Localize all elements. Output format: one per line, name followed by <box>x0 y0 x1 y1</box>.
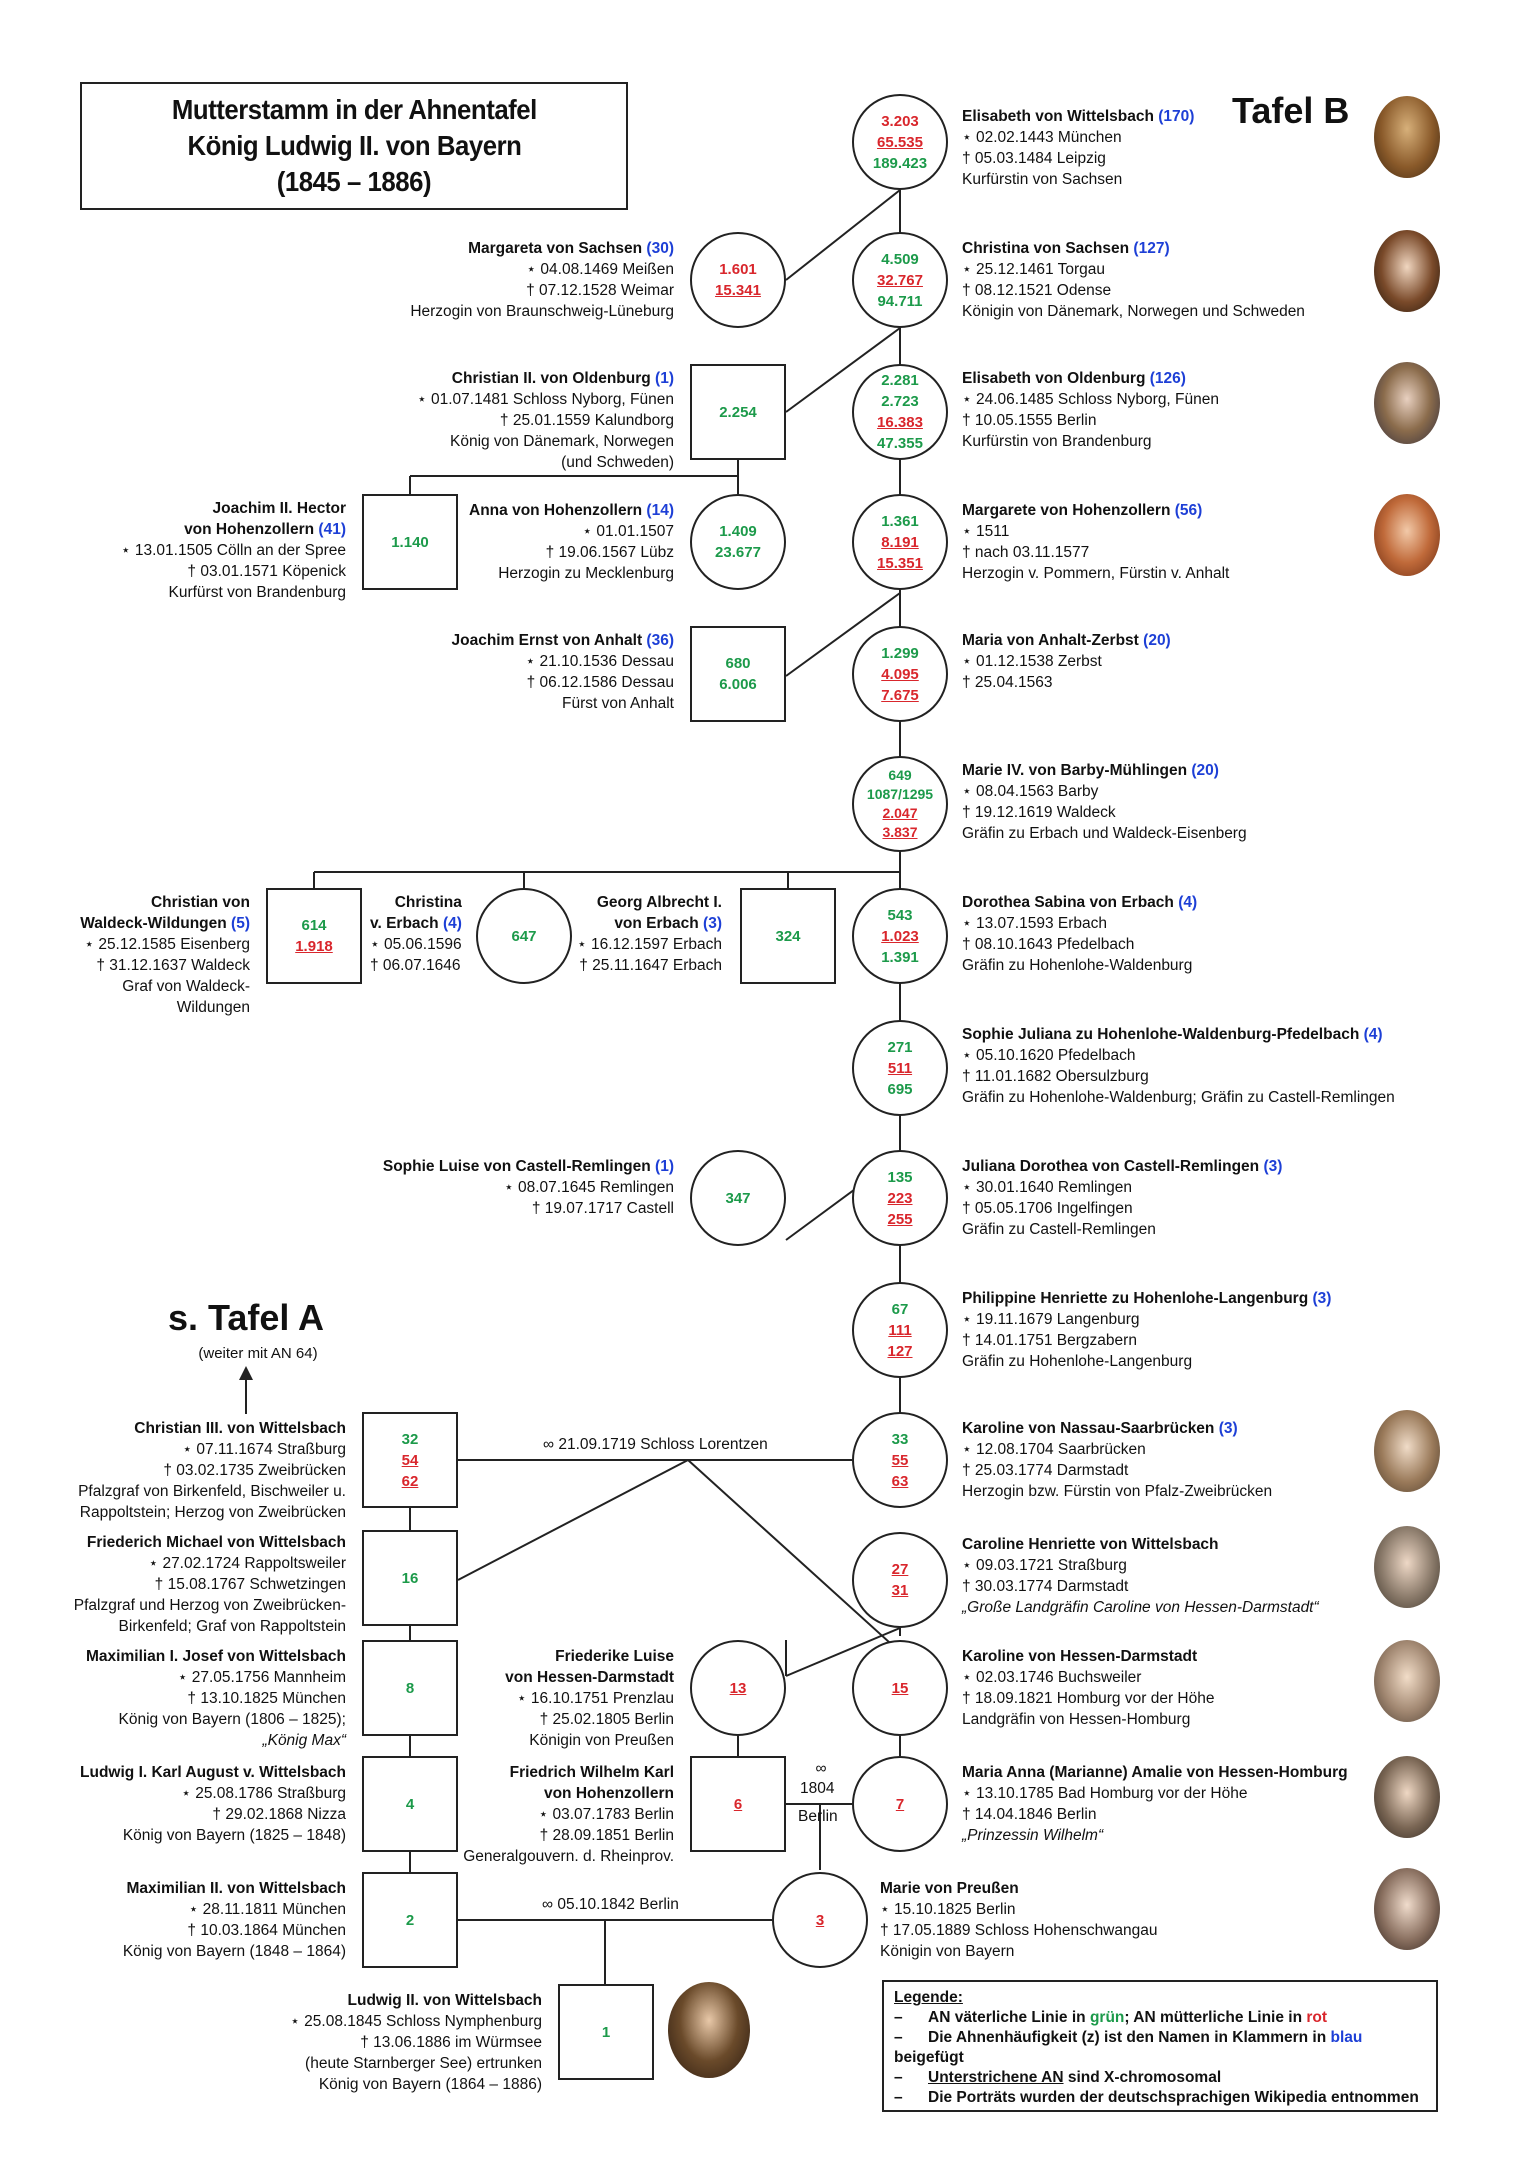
person-joachim-ernst-anhalt: Joachim Ernst von Anhalt (36) ⋆ 21.10.15… <box>451 632 674 712</box>
person-philippine-henriette: Philippine Henriette zu Hohenlohe-Langen… <box>962 1290 1332 1370</box>
person-caroline-henriette: Caroline Henriette von Wittelsbach ⋆ 09.… <box>962 1536 1319 1616</box>
node-an-1140: 1.140 <box>362 494 458 590</box>
person-sophie-juliana-hohenlohe: Sophie Juliana zu Hohenlohe-Waldenburg-P… <box>962 1026 1395 1106</box>
node-an-543: 543 1.023 1.391 <box>852 888 948 984</box>
person-christina-sachsen: Christina von Sachsen (127) ⋆ 25.12.1461… <box>962 240 1305 320</box>
node-an-324: 324 <box>740 888 836 984</box>
node-an-649: 649 1087/1295 2.047 3.837 <box>852 756 948 852</box>
node-an-33: 33 55 63 <box>852 1412 948 1508</box>
node-an-6: 6 <box>690 1756 786 1852</box>
person-ludwig-ii: Ludwig II. von Wittelsbach ⋆ 25.08.1845 … <box>290 1992 542 2093</box>
title-box: Mutterstamm in der Ahnentafel König Ludw… <box>80 82 628 210</box>
node-an-347: 347 <box>690 1150 786 1246</box>
node-an-2254: 2.254 <box>690 364 786 460</box>
person-christian-ii-oldenburg: Christian II. von Oldenburg (1) ⋆ 01.07.… <box>417 370 674 471</box>
title-line-3: (1845 – 1886) <box>276 166 432 197</box>
portrait-marie-preussen <box>1374 1868 1440 1950</box>
portrait-caroline-henriette <box>1374 1526 1440 1608</box>
marriage-1804-place: Berlin <box>798 1808 838 1825</box>
person-marie-preussen: Marie von Preußen ⋆ 15.10.1825 Berlin † … <box>880 1880 1158 1960</box>
person-joachim-ii-hector: Joachim II. Hector von Hohenzollern (41)… <box>120 500 346 601</box>
person-elisabeth-oldenburg: Elisabeth von Oldenburg (126) ⋆ 24.06.14… <box>962 370 1219 450</box>
person-friederike-luise: Friederike Luise von Hessen-Darmstadt ⋆ … <box>505 1648 674 1749</box>
node-an-32: 32 54 62 <box>362 1412 458 1508</box>
person-karoline-nassau: Karoline von Nassau-Saarbrücken (3) ⋆ 12… <box>962 1420 1273 1500</box>
person-dorothea-sabina-erbach: Dorothea Sabina von Erbach (4) ⋆ 13.07.1… <box>962 894 1198 974</box>
node-an-13: 13 <box>690 1640 786 1736</box>
node-an-1: 1 <box>558 1984 654 2080</box>
marriage-1842: ∞ 05.10.1842 Berlin <box>542 1896 679 1913</box>
marriage-1804-symbol: ∞ <box>815 1760 827 1777</box>
person-georg-albrecht-erbach: Georg Albrecht I. von Erbach (3) ⋆ 16.12… <box>576 894 722 974</box>
node-an-4509: 4.509 32.767 94.711 <box>852 232 948 328</box>
portrait-christina-sachsen <box>1374 230 1440 312</box>
person-ludwig-i: Ludwig I. Karl August v. Wittelsbach ⋆ 2… <box>80 1764 346 1844</box>
person-anna-hohenzollern: Anna von Hohenzollern (14) ⋆ 01.01.1507 … <box>469 502 674 582</box>
node-an-271: 271 511 695 <box>852 1020 948 1116</box>
person-friederich-michael: Friederich Michael von Wittelsbach ⋆ 27.… <box>73 1534 346 1635</box>
node-an-2: 2 <box>362 1872 458 1968</box>
tafel-a-subnote: (weiter mit AN 64) <box>198 1345 318 1362</box>
person-margarete-hohenzollern: Margarete von Hohenzollern (56) ⋆ 1511 †… <box>962 502 1230 582</box>
person-christian-waldeck: Christian von Waldeck-Wildungen (5) ⋆ 25… <box>80 894 250 1016</box>
node-an-2281: 2.281 2.723 16.383 47.355 <box>852 364 948 460</box>
title-line-2: König Ludwig II. von Bayern <box>187 130 521 161</box>
marriage-1804-year: 1804 <box>800 1780 835 1797</box>
person-elisabeth-wittelsbach: Elisabeth von Wittelsbach (170) ⋆ 02.02.… <box>962 108 1195 188</box>
person-maria-anna-hessen-homburg: Maria Anna (Marianne) Amalie von Hessen-… <box>962 1764 1348 1844</box>
legend-box: Legende: –AN väterliche Linie in grün; A… <box>882 1980 1438 2112</box>
node-an-15: 15 <box>852 1640 948 1736</box>
portrait-maria-anna <box>1374 1756 1440 1838</box>
person-karoline-hessen-darmstadt: Karoline von Hessen-Darmstadt ⋆ 02.03.17… <box>962 1648 1215 1728</box>
node-an-8: 8 <box>362 1640 458 1736</box>
title-line-1: Mutterstamm in der Ahnentafel <box>171 94 537 125</box>
node-an-16: 16 <box>362 1530 458 1626</box>
node-an-27: 27 31 <box>852 1532 948 1628</box>
person-marie-barby: Marie IV. von Barby-Mühlingen (20) ⋆ 08.… <box>962 762 1247 842</box>
legend-heading: Legende: <box>894 1989 963 2006</box>
node-an-3: 3 <box>772 1872 868 1968</box>
node-an-7: 7 <box>852 1756 948 1852</box>
person-christina-erbach: Christina v. Erbach (4) ⋆ 05.06.1596 † 0… <box>370 894 462 974</box>
person-sophie-luise-castell: Sophie Luise von Castell-Remlingen (1) ⋆… <box>382 1158 674 1217</box>
node-an-1409: 1.409 23.677 <box>690 494 786 590</box>
marriage-1719: ∞ 21.09.1719 Schloss Lorentzen <box>543 1436 768 1453</box>
person-friedrich-wilhelm-karl: Friedrich Wilhelm Karl von Hohenzollern … <box>463 1764 674 1865</box>
node-an-4: 4 <box>362 1756 458 1852</box>
portrait-elisabeth-wittelsbach <box>1374 96 1440 178</box>
node-an-647: 647 <box>476 888 572 984</box>
node-an-1601: 1.601 15.341 <box>690 232 786 328</box>
node-an-3203: 3.203 65.535 189.423 <box>852 94 948 190</box>
legend-item-frequency: –Die Ahnenhäufigkeit (z) ist den Namen i… <box>894 2029 1363 2066</box>
legend-item-portraits: –Die Porträts wurden der deutschsprachig… <box>894 2089 1419 2106</box>
legend-item-underline: –Unterstrichene AN sind X-chromosomal <box>894 2069 1222 2086</box>
person-juliana-dorothea-castell: Juliana Dorothea von Castell-Remlingen (… <box>962 1158 1283 1238</box>
portrait-elisabeth-oldenburg <box>1374 362 1440 444</box>
portrait-margarete-hohenzollern <box>1374 494 1440 576</box>
tafel-a-link[interactable]: s. Tafel A <box>168 1297 325 1338</box>
node-an-1361: 1.361 8.191 15.351 <box>852 494 948 590</box>
person-christian-iii-wittelsbach: Christian III. von Wittelsbach ⋆ 07.11.1… <box>78 1420 346 1521</box>
person-margareta-sachsen: Margareta von Sachsen (30) ⋆ 04.08.1469 … <box>410 240 674 320</box>
portrait-karoline-hessen-darmstadt <box>1374 1640 1440 1722</box>
person-maria-anhalt-zerbst: Maria von Anhalt-Zerbst (20) ⋆ 01.12.153… <box>962 632 1171 691</box>
node-an-67: 67 111 127 <box>852 1282 948 1378</box>
person-maximilian-ii: Maximilian II. von Wittelsbach ⋆ 28.11.1… <box>122 1880 346 1960</box>
node-an-614: 614 1.918 <box>266 888 362 984</box>
node-an-1299: 1.299 4.095 7.675 <box>852 626 948 722</box>
node-an-680: 680 6.006 <box>690 626 786 722</box>
node-an-135: 135 223 255 <box>852 1150 948 1246</box>
portrait-ludwig-ii <box>668 1982 750 2078</box>
legend-item-colors: –AN väterliche Linie in grün; AN mütterl… <box>894 2009 1328 2026</box>
tafel-b-label: Tafel B <box>1232 90 1350 131</box>
person-maximilian-i-josef: Maximilian I. Josef von Wittelsbach ⋆ 27… <box>86 1648 346 1749</box>
portrait-karoline-nassau <box>1374 1410 1440 1492</box>
